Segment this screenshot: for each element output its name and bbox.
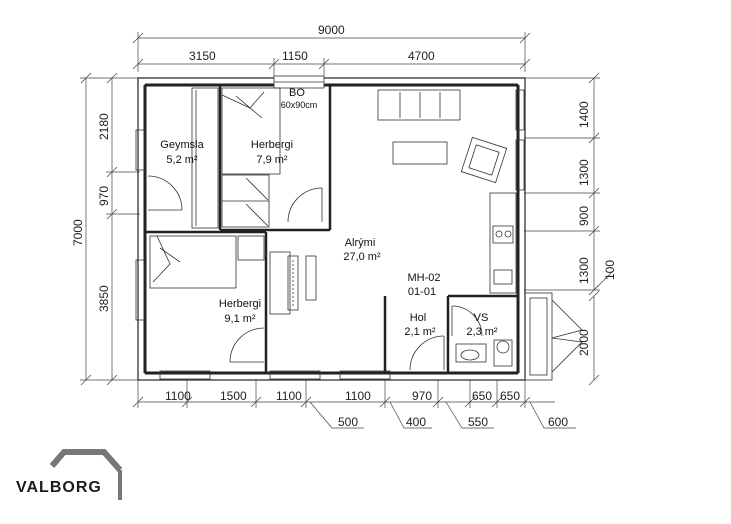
left-dimensions: 7000 2180 970 3850 xyxy=(71,72,140,386)
left-dim-1: 2180 xyxy=(97,113,111,140)
top-dim-3: 4700 xyxy=(408,49,435,63)
bottom-dim-4: 1100 xyxy=(345,389,371,403)
bottom-dim-5: 970 xyxy=(412,389,432,403)
right-dimensions: 1400 1300 900 1300 100 2000 xyxy=(524,72,617,386)
opening-dim-2: 400 xyxy=(406,415,426,429)
top-dim-1: 3150 xyxy=(189,49,216,63)
room-herbergi-bottom-name: Herbergi xyxy=(219,298,261,310)
right-dim-step: 100 xyxy=(603,260,617,280)
doors xyxy=(147,175,483,371)
opening-dim-4: 600 xyxy=(548,415,568,429)
right-dim-2: 1300 xyxy=(577,159,591,186)
top-total-dim: 9000 xyxy=(318,23,345,37)
left-dim-2: 970 xyxy=(97,186,111,206)
left-dim-3: 3850 xyxy=(97,285,111,312)
model-variant: 01-01 xyxy=(408,286,436,298)
valborg-logo: VALBORG xyxy=(16,449,123,500)
right-dim-porch: 2000 xyxy=(577,329,591,356)
beds xyxy=(149,87,281,289)
closets xyxy=(191,87,270,261)
left-total-dim: 7000 xyxy=(71,219,85,246)
room-geymsla-area: 5,2 m² xyxy=(166,154,198,166)
room-vs-area: 2,3 m² xyxy=(466,326,498,338)
top-dimensions: 9000 3150 1150 4700 xyxy=(132,23,531,76)
exterior-walls xyxy=(135,75,526,381)
roof-icon xyxy=(49,449,123,472)
bottom-dim-1: 1100 xyxy=(165,389,191,403)
room-vs-name: VS xyxy=(474,312,489,324)
room-bo-size: 60x90cm xyxy=(281,100,318,110)
right-dim-1: 1400 xyxy=(577,101,591,128)
room-bo-name: BO xyxy=(289,87,305,99)
opening-dim-3: 550 xyxy=(468,415,488,429)
right-dim-3: 900 xyxy=(577,206,591,226)
bottom-dimensions: 1100 1500 1100 1100 970 650 650 500 400 … xyxy=(132,380,576,429)
room-geymsla-name: Geymsla xyxy=(160,139,204,151)
bottom-dim-6: 650 xyxy=(472,389,492,403)
bottom-dim-2: 1500 xyxy=(220,389,247,403)
room-alrymi-area: 27,0 m² xyxy=(343,251,381,263)
right-dim-4: 1300 xyxy=(577,257,591,284)
room-hol-name: Hol xyxy=(410,312,427,324)
bottom-dim-7: 650 xyxy=(500,389,520,403)
room-herbergi-top-area: 7,9 m² xyxy=(256,154,288,166)
room-alrymi-name: Alrými xyxy=(345,237,376,249)
entry-porch xyxy=(524,292,583,381)
model-code: MH-02 xyxy=(407,272,440,284)
room-herbergi-top-name: Herbergi xyxy=(251,139,293,151)
room-labels: Geymsla 5,2 m² Herbergi 7,9 m² BO 60x90c… xyxy=(160,87,498,338)
room-herbergi-bottom-area: 9,1 m² xyxy=(224,313,256,325)
top-dim-2: 1150 xyxy=(282,49,308,63)
room-hol-area: 2,1 m² xyxy=(404,326,436,338)
opening-dim-1: 500 xyxy=(338,415,358,429)
interior-walls xyxy=(145,85,518,373)
brand-name: VALBORG xyxy=(16,479,102,496)
bottom-dim-3: 1100 xyxy=(276,389,302,403)
furniture xyxy=(269,89,517,367)
